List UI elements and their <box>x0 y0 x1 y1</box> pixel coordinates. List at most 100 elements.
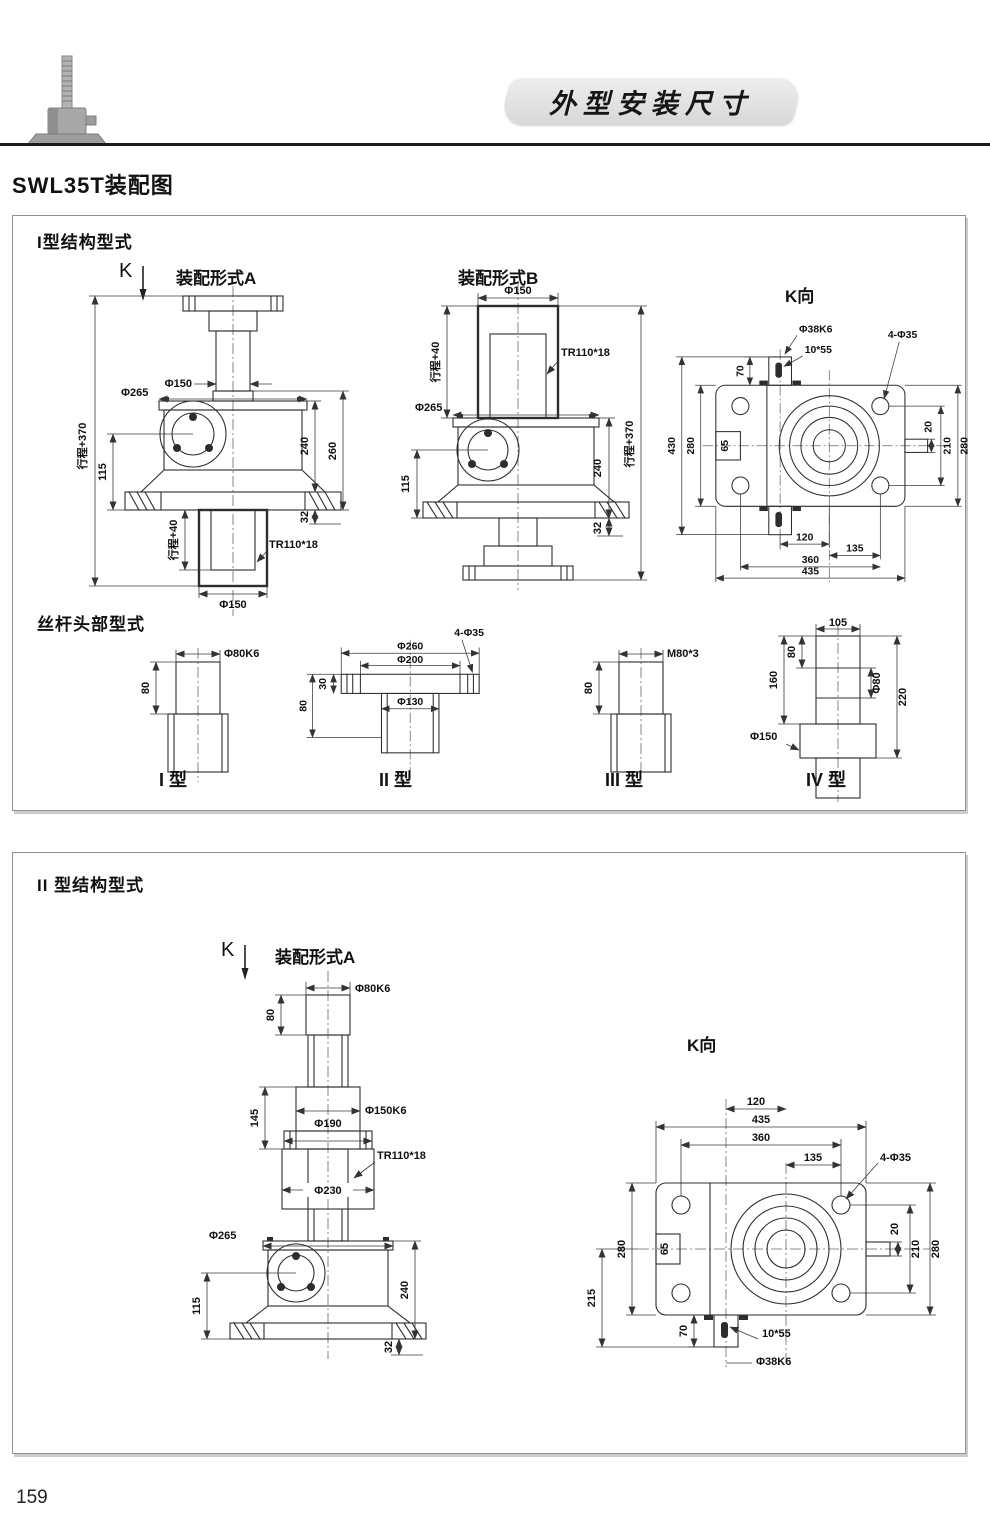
type1-kview-title: K向 <box>785 287 815 306</box>
dim-260: 260 <box>327 442 339 460</box>
dim-phi150k6: Φ150K6 <box>365 1105 406 1117</box>
dim-220: 220 <box>897 688 909 706</box>
type1-formB-title: 装配形式B <box>458 269 539 288</box>
dim-phi150-bottom: Φ150 <box>219 599 246 611</box>
dim-435: 435 <box>752 1114 770 1126</box>
type2-kview-drawing: 120 435 360 135 4-Φ35 280 65 215 20 210 … <box>586 1096 942 1368</box>
dim-tr110: TR110*18 <box>561 347 610 359</box>
dim-holes: 4-Φ35 <box>454 627 484 639</box>
k-arrow-down-icon <box>139 266 147 301</box>
dim-holes: 4-Φ35 <box>880 1152 911 1164</box>
jack-outline <box>229 994 427 1340</box>
dim-holes: 4-Φ35 <box>888 330 918 341</box>
screwheads-heading: 丝杆头部型式 <box>37 615 145 634</box>
head-type2-label: II 型 <box>379 770 413 790</box>
key-slots <box>704 1315 748 1338</box>
head-type3-label: III 型 <box>605 770 644 790</box>
type2-formA-title: 装配形式A <box>275 948 356 967</box>
dim-32: 32 <box>299 511 311 523</box>
dim-20: 20 <box>889 1223 901 1235</box>
banner-title: 外型安装尺寸 <box>549 88 753 119</box>
dim-430: 430 <box>667 437 678 455</box>
dim-80: 80 <box>583 682 595 694</box>
k-direction-label: K <box>119 260 149 302</box>
page-number: 159 <box>16 1487 48 1508</box>
dim-240: 240 <box>399 1281 411 1299</box>
dim-80: 80 <box>140 682 152 694</box>
dim-phi80k6: Φ80K6 <box>224 648 259 660</box>
dim-210: 210 <box>910 1240 922 1258</box>
dimension-lines <box>593 650 664 715</box>
dim-phi265: Φ265 <box>209 1230 236 1242</box>
dim-240: 240 <box>299 437 311 455</box>
dim-160: 160 <box>768 671 780 689</box>
type1-formA-drawing: 行程+370 Φ150 Φ265 115 行程+40 240 260 32 TR… <box>75 286 349 616</box>
dim-stroke40: 行程+40 <box>166 520 180 562</box>
section-type2: II 型结构型式 K 装配形式A K向 <box>12 852 966 1454</box>
dimension-lines <box>778 624 902 759</box>
dim-145: 145 <box>249 1109 261 1127</box>
housing-outline <box>715 356 929 536</box>
dim-phi230: Φ230 <box>314 1185 341 1197</box>
type2-formA-drawing: Φ80K6 80 145 Φ150K6 Φ190 TR110*18 Φ230 Φ… <box>191 971 427 1359</box>
dim-210: 210 <box>942 437 953 455</box>
type1-formA-title: 装配形式A <box>176 269 257 288</box>
dim-115: 115 <box>400 475 412 493</box>
dim-32: 32 <box>592 522 604 534</box>
dim-65: 65 <box>720 440 731 452</box>
head-type4-label: IV 型 <box>806 770 847 790</box>
dim-105: 105 <box>829 617 847 629</box>
dim-32: 32 <box>383 1341 395 1353</box>
head-type4-drawing: 105 160 80 Φ80 220 Φ150 <box>750 617 909 802</box>
dim-115: 115 <box>191 1297 203 1315</box>
key-slots <box>759 362 801 528</box>
dim-70: 70 <box>735 365 746 377</box>
dim-280-left: 280 <box>686 437 697 455</box>
dim-keyway: 10*55 <box>762 1328 791 1340</box>
dim-65: 65 <box>659 1243 671 1255</box>
dimension-lines <box>89 295 349 598</box>
head-type3-drawing: M80*3 80 <box>583 648 699 782</box>
dim-phi80k6: Φ80K6 <box>355 983 390 995</box>
dim-phi200: Φ200 <box>397 654 423 666</box>
screw-jack-logo-icon <box>18 54 114 146</box>
k-arrow-down-icon <box>241 945 249 980</box>
dim-80: 80 <box>265 1009 277 1021</box>
section1-heading: I型结构型式 <box>37 233 133 252</box>
dim-phi260: Φ260 <box>397 640 423 652</box>
head-outline <box>799 635 877 799</box>
dim-stroke370: 行程+370 <box>75 423 89 471</box>
head-type1-label: I 型 <box>159 770 188 790</box>
dim-stroke370: 行程+370 <box>622 421 636 469</box>
bolt-marks <box>457 414 595 468</box>
dimension-lines <box>411 293 647 581</box>
dim-30: 30 <box>317 678 329 690</box>
dim-280-right: 280 <box>959 437 970 455</box>
head-type1-drawing: Φ80K6 80 <box>140 648 259 782</box>
k-letter: K <box>221 939 235 961</box>
dim-phi130: Φ130 <box>397 696 423 708</box>
dim-stroke40: 行程+40 <box>428 342 442 384</box>
dim-240: 240 <box>592 459 604 477</box>
head-outline <box>167 661 229 773</box>
dimension-lines <box>150 650 221 715</box>
dim-phi150-top: Φ150 <box>165 378 192 390</box>
dimension-lines <box>596 1105 936 1364</box>
dim-phi265: Φ265 <box>121 387 148 399</box>
protection-tube <box>197 508 269 588</box>
dim-360: 360 <box>802 555 820 566</box>
dim-phi38k6: Φ38K6 <box>799 324 833 335</box>
label-mask <box>303 1183 353 1197</box>
dim-120: 120 <box>747 1096 765 1108</box>
dim-435: 435 <box>802 566 820 577</box>
dim-280-left: 280 <box>616 1240 628 1258</box>
dim-135: 135 <box>846 544 864 555</box>
dim-80: 80 <box>786 646 798 658</box>
dim-phi265: Φ265 <box>415 402 442 414</box>
dim-tr110: TR110*18 <box>269 539 318 551</box>
type1-kview-drawing: Φ38K6 10*55 4-Φ35 70 430 280 65 20 210 2… <box>667 324 970 582</box>
dim-phi190: Φ190 <box>314 1118 341 1130</box>
dim-215: 215 <box>586 1289 598 1307</box>
dim-20: 20 <box>923 421 934 433</box>
dim-keyway: 10*55 <box>805 345 832 356</box>
